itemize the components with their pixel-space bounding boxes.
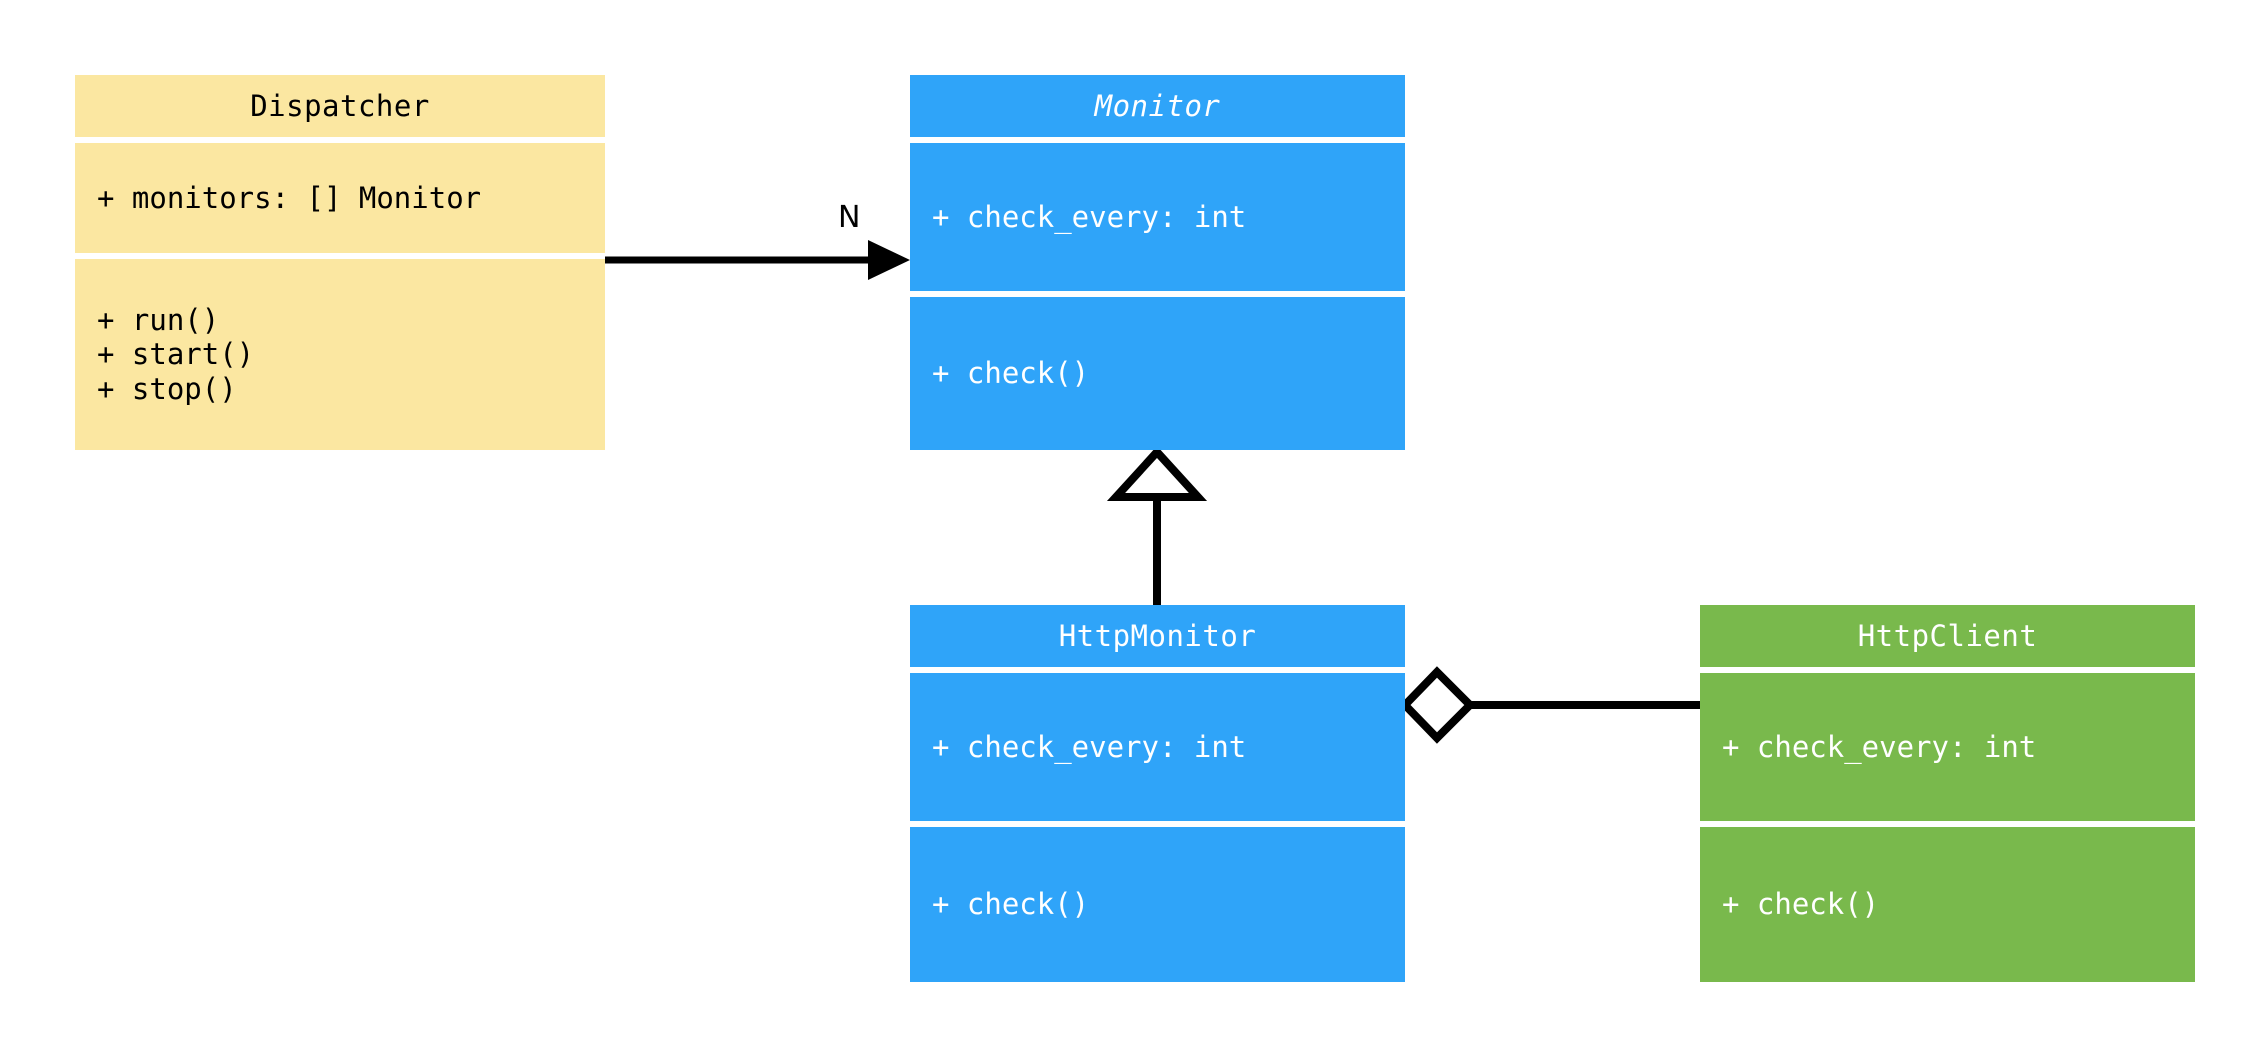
attributes-compartment-httpmonitor: + check_every: int bbox=[910, 673, 1405, 821]
attributes-compartment-dispatcher: + monitors: [] Monitor bbox=[75, 143, 605, 253]
methods-compartment-dispatcher: + run()+ start()+ stop() bbox=[75, 259, 605, 450]
method-row: + stop() bbox=[97, 371, 237, 406]
method-row: + check() bbox=[932, 356, 1090, 391]
class-name-monitor: Monitor bbox=[910, 75, 1405, 137]
edge-httpmonitor-to-monitor bbox=[1106, 446, 1208, 605]
class-name-dispatcher: Dispatcher bbox=[75, 75, 605, 137]
class-name-httpmonitor: HttpMonitor bbox=[910, 605, 1405, 667]
methods-compartment-httpmonitor: + check() bbox=[910, 827, 1405, 982]
uml-class-httpmonitor[interactable]: HttpMonitor + check_every: int + check() bbox=[910, 605, 1405, 982]
attributes-compartment-monitor: + check_every: int bbox=[910, 143, 1405, 291]
method-row: + run() bbox=[97, 303, 220, 338]
method-row: + check() bbox=[932, 887, 1090, 922]
filled-arrow-icon bbox=[868, 240, 910, 280]
attribute-row: + check_every: int bbox=[932, 729, 1247, 764]
uml-class-httpclient[interactable]: HttpClient + check_every: int + check() bbox=[1700, 605, 2195, 982]
hollow-triangle-icon bbox=[1106, 446, 1208, 501]
methods-compartment-httpclient: + check() bbox=[1700, 827, 2195, 982]
method-row: + start() bbox=[97, 337, 255, 372]
multiplicity-label-n: N bbox=[838, 200, 861, 235]
methods-compartment-monitor: + check() bbox=[910, 297, 1405, 450]
attribute-row: + check_every: int bbox=[932, 199, 1247, 234]
attribute-row: + monitors: [] Monitor bbox=[97, 180, 482, 215]
method-row: + check() bbox=[1722, 887, 1880, 922]
attribute-row: + check_every: int bbox=[1722, 729, 2037, 764]
class-name-httpclient: HttpClient bbox=[1700, 605, 2195, 667]
edge-httpmonitor-to-httpclient bbox=[1399, 666, 1700, 744]
edge-dispatcher-to-monitor bbox=[605, 240, 910, 280]
uml-class-monitor[interactable]: Monitor + check_every: int + check() bbox=[910, 75, 1405, 450]
attributes-compartment-httpclient: + check_every: int bbox=[1700, 673, 2195, 821]
hollow-diamond-icon bbox=[1399, 666, 1476, 744]
uml-class-dispatcher[interactable]: Dispatcher+ monitors: [] Monitor+ run()+… bbox=[75, 75, 605, 450]
